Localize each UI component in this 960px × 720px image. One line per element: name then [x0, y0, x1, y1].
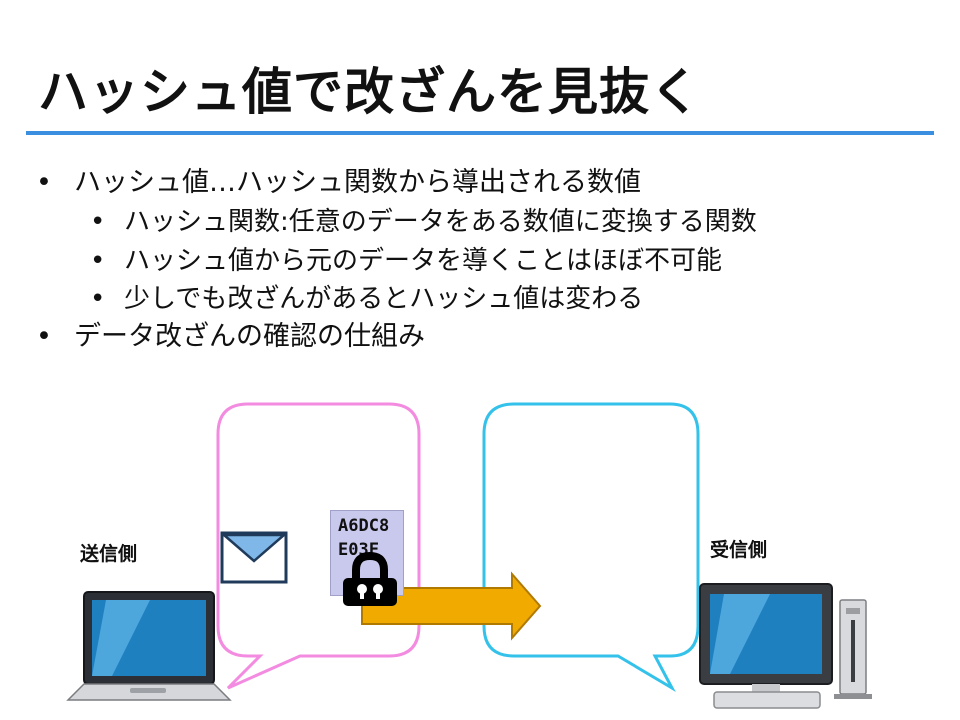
bullet-text: ハッシュ値…ハッシュ関数から導出される数値 — [74, 167, 641, 198]
envelope-icon — [220, 531, 288, 584]
title-underline — [26, 131, 934, 135]
bullet-text: ハッシュ値から元のデータを導くことはほぼ不可能 — [124, 246, 723, 276]
slide-title: ハッシュ値で改ざんを見抜く — [38, 63, 701, 121]
padlock-icon — [343, 551, 397, 606]
laptop-icon — [66, 591, 232, 701]
bullet-text: 少しでも改ざんがあるとハッシュ値は変わる — [124, 284, 644, 314]
bullet-text: ハッシュ関数:任意のデータをある数値に変換する関数 — [124, 207, 757, 237]
bullet-marker: • — [90, 246, 106, 276]
bullet-text: データ改ざんの確認の仕組み — [74, 321, 425, 352]
bullet-item: • ハッシュ値から元のデータを導くことはほぼ不可能 — [90, 244, 723, 278]
bullet-item: • ハッシュ値…ハッシュ関数から導出される数値 — [36, 166, 641, 200]
receiver-label: 受信側 — [710, 539, 768, 561]
bullet-item: • ハッシュ関数:任意のデータをある数値に変換する関数 — [90, 205, 757, 239]
bullet-marker: • — [90, 284, 106, 314]
bullet-marker: • — [36, 167, 52, 198]
hash-line: A6DC8 — [338, 516, 390, 536]
bullet-marker: • — [36, 321, 52, 352]
bullet-marker: • — [90, 207, 106, 237]
hash-value-text: A6DC8 E03F — [338, 514, 389, 562]
bullet-item: • 少しでも改ざんがあるとハッシュ値は変わる — [90, 282, 644, 316]
arrow-icon — [361, 571, 542, 641]
bullet-item: • データ改ざんの確認の仕組み — [36, 320, 425, 354]
receiver-speech-bubble — [482, 402, 700, 693]
sender-label: 送信側 — [80, 543, 138, 565]
desktop-computer-icon — [699, 583, 872, 709]
